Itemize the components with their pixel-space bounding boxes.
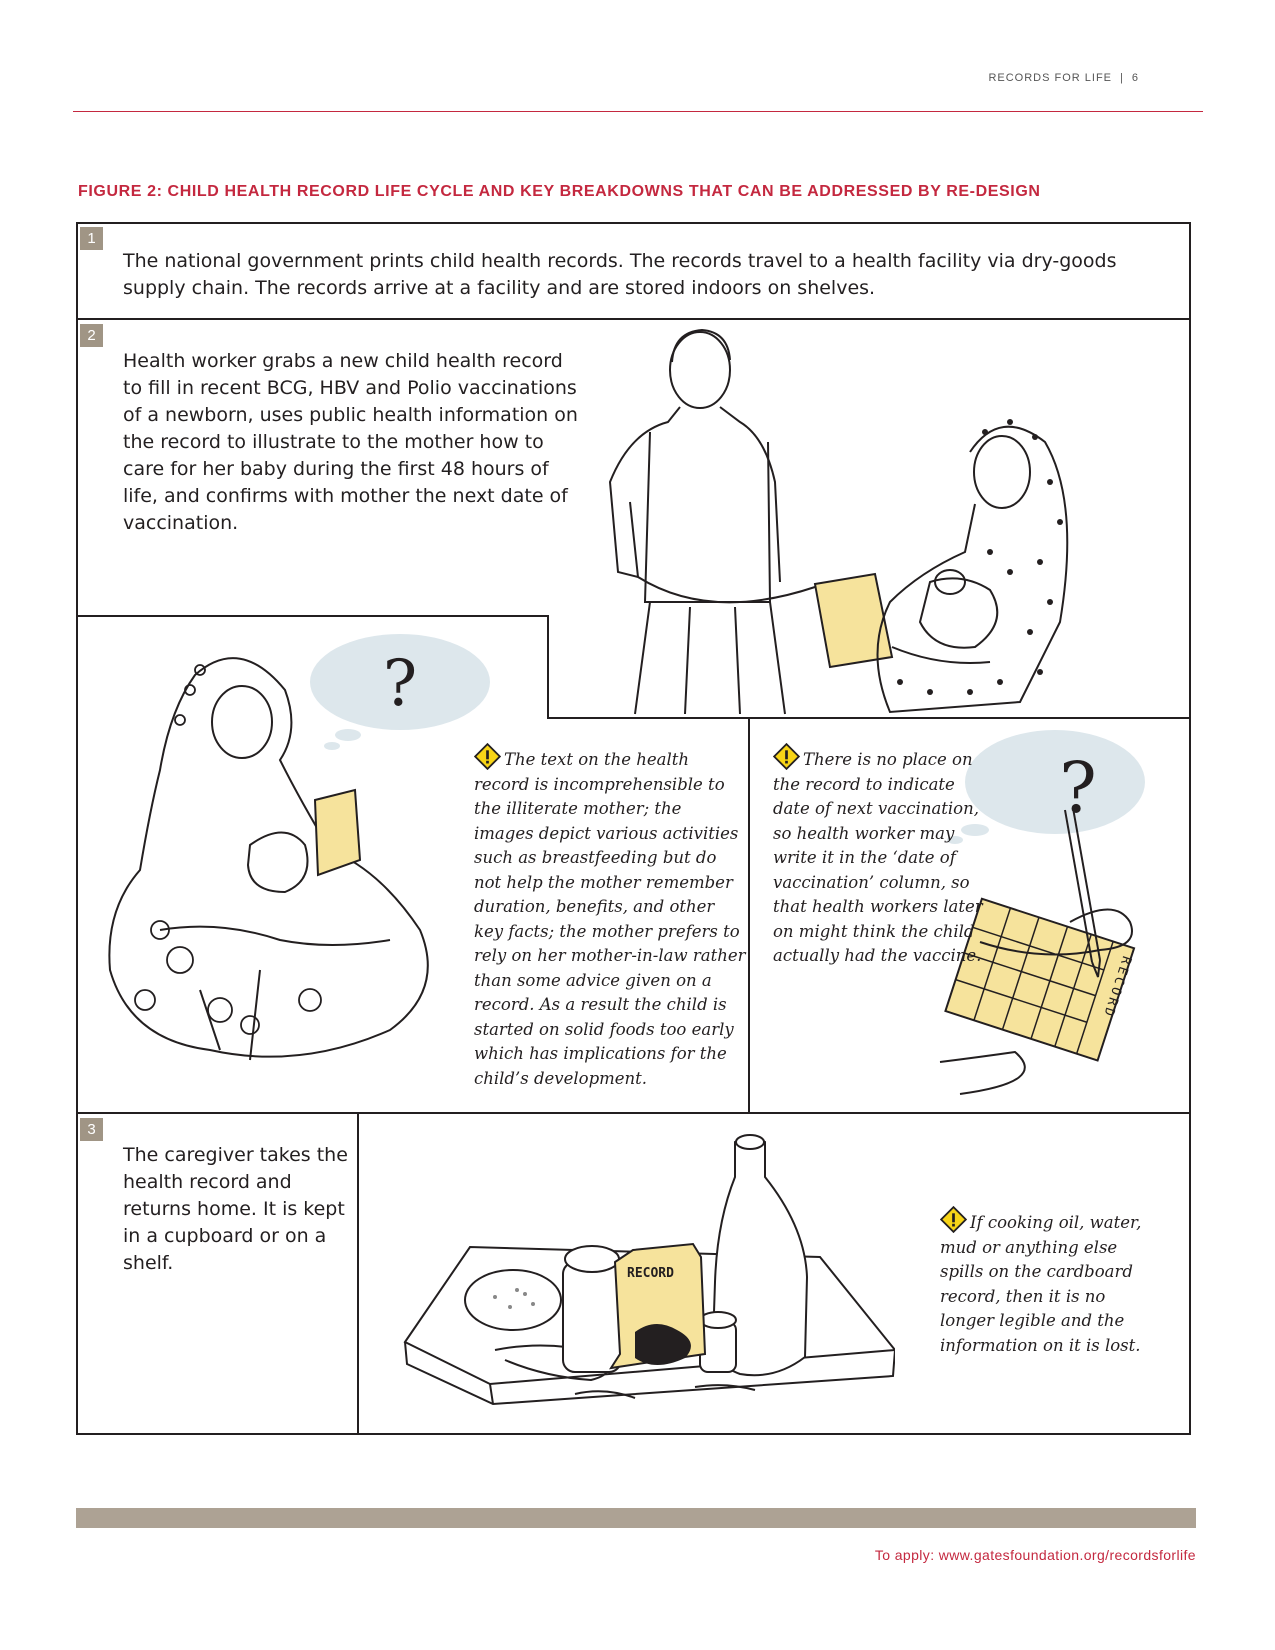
footer-bar bbox=[76, 1508, 1196, 1528]
step-2-badge: 2 bbox=[80, 324, 103, 347]
step-1-badge: 1 bbox=[80, 227, 103, 250]
writing-record-illustration: ? RECORD bbox=[939, 730, 1145, 1095]
question-mark-icon-2: ? bbox=[1059, 747, 1097, 829]
step-3-text: The caregiver takes the health record an… bbox=[123, 1144, 348, 1274]
divider-callouts bbox=[748, 717, 750, 1113]
callout-2-text: There is no place on the record to indic… bbox=[773, 750, 983, 965]
divider-step2-text bbox=[76, 615, 548, 617]
header-separator: | bbox=[1120, 72, 1124, 84]
mother-baby-illustration: ? bbox=[108, 634, 490, 1061]
divider-illustration-bottom bbox=[547, 717, 1191, 719]
warning-icon bbox=[773, 743, 800, 770]
divider-step2 bbox=[76, 1112, 1191, 1114]
callout-1-text: The text on the health record is incompr… bbox=[474, 750, 746, 1088]
callout-3-text: If cooking oil, water, mud or anything e… bbox=[940, 1213, 1142, 1355]
warning-icon bbox=[940, 1206, 967, 1233]
step-3-badge: 3 bbox=[80, 1118, 103, 1141]
figure-title: FIGURE 2: CHILD HEALTH RECORD LIFE CYCLE… bbox=[78, 183, 1041, 200]
page-number: 6 bbox=[1131, 72, 1139, 84]
callout-vaccination-date: There is no place on the record to indic… bbox=[773, 743, 993, 969]
divider-step3 bbox=[357, 1112, 359, 1435]
step-2-text: Health worker grabs a new child health r… bbox=[123, 350, 578, 534]
figure-frame bbox=[76, 222, 1191, 1435]
divider-illustration-edge bbox=[547, 615, 549, 718]
step-1-text: The national government prints child hea… bbox=[123, 250, 1117, 299]
apply-link[interactable]: To apply: www.gatesfoundation.org/record… bbox=[874, 1547, 1196, 1563]
callout-spill-damage: If cooking oil, water, mud or anything e… bbox=[940, 1206, 1160, 1358]
warning-icon bbox=[474, 743, 501, 770]
thought-bubble-shape bbox=[310, 634, 490, 730]
header-rule bbox=[73, 111, 1203, 112]
publication-name: RECORDS FOR LIFE bbox=[988, 72, 1113, 84]
running-header: RECORDS FOR LIFE | 6 bbox=[988, 72, 1139, 84]
question-mark-icon: ? bbox=[383, 647, 417, 721]
callout-illiterate-mother: The text on the health record is incompr… bbox=[474, 743, 746, 1091]
record-card-label: RECORD bbox=[627, 1266, 674, 1281]
divider-step1 bbox=[76, 318, 1191, 320]
health-worker-illustration bbox=[608, 328, 1069, 715]
kitchen-table-illustration: RECORD bbox=[403, 1134, 895, 1406]
